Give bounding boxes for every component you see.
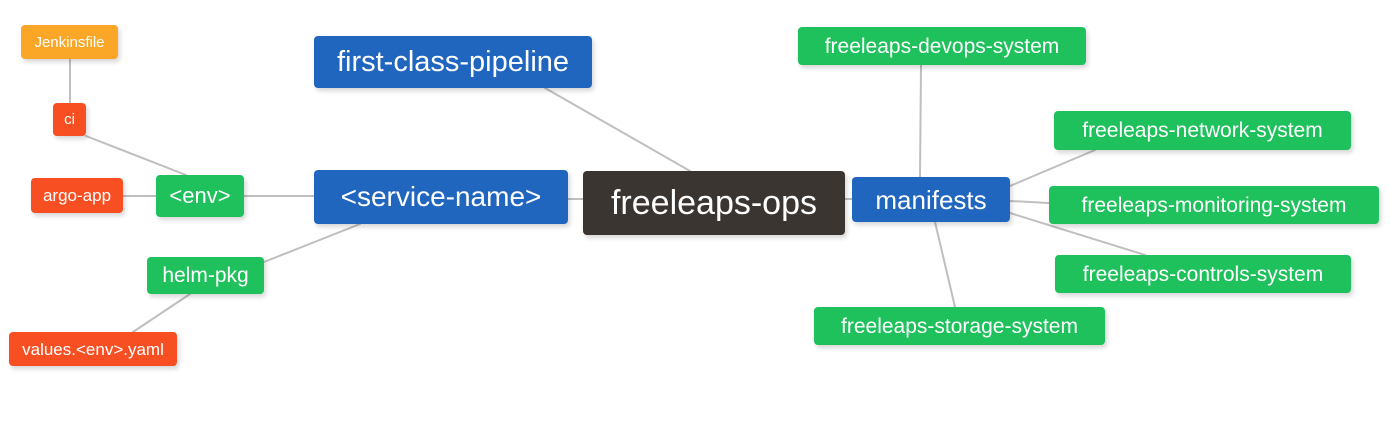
- node-label-values-yaml: values.<env>.yaml: [22, 339, 164, 359]
- edge-manifests-to-freeleaps-storage-system: [934, 221, 956, 308]
- node-label-freeleaps-storage-system: freeleaps-storage-system: [841, 314, 1078, 338]
- node-argo-app[interactable]: argo-app: [31, 178, 123, 213]
- node-label-freeleaps-devops-system: freeleaps-devops-system: [824, 34, 1060, 58]
- node-manifests[interactable]: manifests: [852, 177, 1010, 222]
- edge-helm-pkg-to-service-name: [263, 223, 361, 263]
- node-jenkinsfile[interactable]: Jenkinsfile: [21, 25, 118, 59]
- node-label-jenkinsfile: Jenkinsfile: [34, 33, 105, 51]
- edge-manifests-to-freeleaps-monitoring-system: [1009, 200, 1050, 204]
- node-label-manifests: manifests: [875, 184, 987, 215]
- node-label-service-name: <service-name>: [340, 181, 542, 212]
- node-values-yaml[interactable]: values.<env>.yaml: [9, 332, 177, 366]
- edge-manifests-to-freeleaps-network-system: [1009, 149, 1096, 187]
- node-label-helm-pkg: helm-pkg: [162, 264, 249, 287]
- node-label-freeleaps-monitoring-system: freeleaps-monitoring-system: [1081, 193, 1347, 217]
- node-label-first-class-pipeline: first-class-pipeline: [336, 45, 570, 78]
- node-label-freeleaps-network-system: freeleaps-network-system: [1082, 119, 1323, 142]
- node-ci[interactable]: ci: [53, 103, 86, 136]
- node-first-class-pipeline[interactable]: first-class-pipeline: [314, 36, 592, 88]
- node-freeleaps-storage-system[interactable]: freeleaps-storage-system: [814, 307, 1105, 345]
- node-env[interactable]: <env>: [156, 175, 244, 217]
- edge-first-class-pipeline-to-freeleaps-ops: [544, 87, 691, 172]
- node-label-env: <env>: [169, 183, 231, 208]
- node-freeleaps-controls-system[interactable]: freeleaps-controls-system: [1055, 255, 1351, 293]
- node-helm-pkg[interactable]: helm-pkg: [147, 257, 264, 294]
- node-label-freeleaps-ops: freeleaps-ops: [610, 184, 817, 222]
- node-freeleaps-ops[interactable]: freeleaps-ops: [583, 171, 845, 235]
- edge-manifests-to-freeleaps-devops-system: [919, 64, 922, 178]
- node-freeleaps-network-system[interactable]: freeleaps-network-system: [1054, 111, 1351, 150]
- node-label-argo-app: argo-app: [42, 186, 112, 205]
- node-freeleaps-monitoring-system[interactable]: freeleaps-monitoring-system: [1049, 186, 1379, 224]
- node-label-ci: ci: [64, 111, 75, 128]
- node-label-freeleaps-controls-system: freeleaps-controls-system: [1082, 262, 1324, 286]
- node-freeleaps-devops-system[interactable]: freeleaps-devops-system: [798, 27, 1086, 65]
- edge-values-yaml-to-helm-pkg: [132, 293, 191, 333]
- edge-ci-to-env: [85, 135, 187, 176]
- node-service-name[interactable]: <service-name>: [314, 170, 568, 224]
